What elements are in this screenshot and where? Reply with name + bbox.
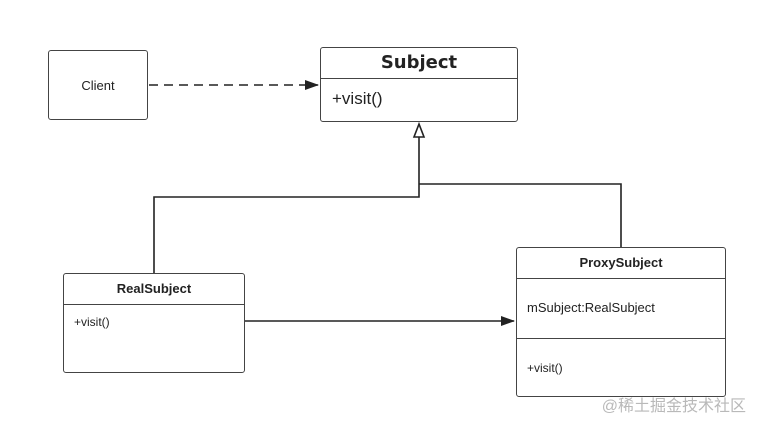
subject-operation: +visit() bbox=[321, 78, 517, 121]
inheritance-arrowhead bbox=[412, 121, 426, 138]
realsubject-operation: +visit() bbox=[64, 304, 244, 372]
realsubject-title: RealSubject bbox=[116, 281, 192, 296]
proxysubject-title: ProxySubject bbox=[579, 255, 663, 270]
inheritance-line-proxysubject bbox=[419, 183, 622, 247]
proxysubject-operation: +visit() bbox=[517, 338, 725, 396]
proxysubject-class-box: ProxySubject mSubject:RealSubject +visit… bbox=[516, 247, 726, 397]
realsubject-class-box: RealSubject +visit() bbox=[63, 273, 245, 373]
subject-class-box: Subject +visit() bbox=[320, 47, 518, 122]
watermark-text: @稀土掘金技术社区 bbox=[601, 398, 746, 415]
inheritance-line-realsubject bbox=[153, 136, 420, 273]
subject-title: Subject bbox=[380, 52, 458, 73]
client-box: Client bbox=[48, 50, 148, 120]
client-label: Client bbox=[81, 77, 115, 93]
proxysubject-attribute: mSubject:RealSubject bbox=[517, 278, 725, 338]
